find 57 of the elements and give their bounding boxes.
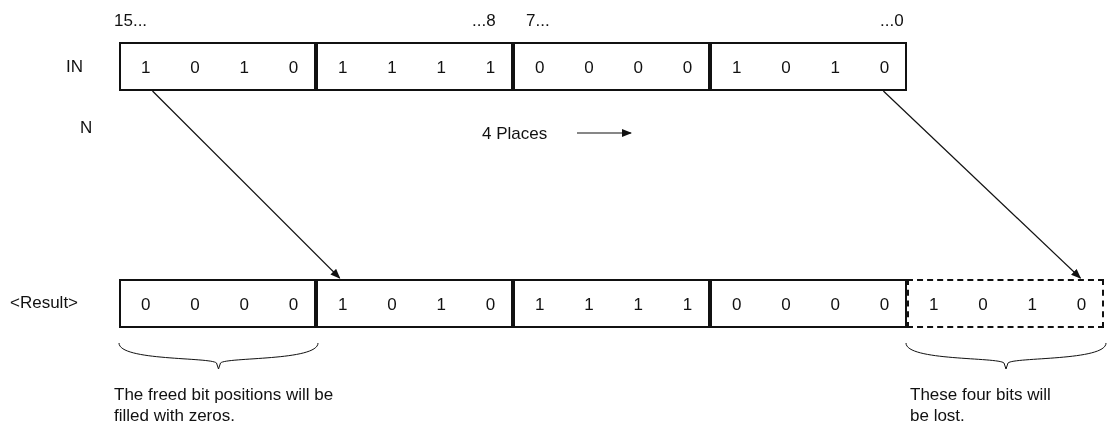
nibble-box <box>316 42 513 91</box>
arrow <box>151 90 341 279</box>
bit-digit: 1 <box>682 295 693 312</box>
bit-digit: 1 <box>928 295 939 312</box>
bit-digit: 0 <box>830 295 840 312</box>
bit-digit: 0 <box>633 58 643 75</box>
bit-digit: 1 <box>436 295 446 312</box>
row-label: <Result> <box>10 292 79 314</box>
bit-digit: 0 <box>190 295 200 312</box>
bit-digit: 0 <box>682 58 693 75</box>
bit-digit: 0 <box>584 58 594 75</box>
bit-digit: 1 <box>1027 295 1037 312</box>
bit-digit: 0 <box>485 295 496 312</box>
bit-digit: 0 <box>879 58 890 75</box>
bit-digit: 0 <box>781 295 791 312</box>
note-text: These four bits will be lost. <box>910 384 1052 427</box>
bit-digit: 0 <box>190 58 200 75</box>
bit-digit: 1 <box>485 58 496 75</box>
nibble-box <box>119 42 316 91</box>
nibble-box <box>710 279 907 328</box>
note-text: The freed bit positions will be filled with zeros. <box>114 384 335 427</box>
nibble-box <box>513 42 710 91</box>
arrow <box>882 90 1082 279</box>
bit-number: 15... <box>114 10 148 32</box>
nibble-box <box>316 279 513 328</box>
bit-digit: 0 <box>288 58 299 75</box>
bit-digit: 1 <box>337 58 348 75</box>
row-label: IN <box>66 56 83 78</box>
bit-digit: 1 <box>140 58 151 75</box>
bit-digit: 1 <box>731 58 742 75</box>
bit-digit: 1 <box>387 58 397 75</box>
bit-digit: 0 <box>731 295 742 312</box>
bit-digit: 0 <box>140 295 151 312</box>
bit-digit: 0 <box>978 295 988 312</box>
bit-digit: 0 <box>1076 295 1087 312</box>
bit-digit: 0 <box>239 295 249 312</box>
nibble-box <box>710 42 907 91</box>
nibble-box <box>119 279 316 328</box>
bit-number: ...0 <box>880 10 904 32</box>
bit-digit: 1 <box>436 58 446 75</box>
bit-digit: 1 <box>830 58 840 75</box>
bit-number: ...8 <box>472 10 496 32</box>
row-label: N <box>80 117 93 139</box>
shift-label: 4 Places <box>482 123 548 145</box>
bit-digit: 1 <box>633 295 643 312</box>
lost-nibble-box <box>907 279 1104 328</box>
bit-digit: 1 <box>584 295 594 312</box>
bit-digit: 0 <box>288 295 299 312</box>
bit-digit: 1 <box>534 295 545 312</box>
bit-digit: 1 <box>337 295 348 312</box>
bit-number: 7... <box>526 10 550 32</box>
bit-digit: 0 <box>879 295 890 312</box>
bit-digit: 1 <box>239 58 249 75</box>
bit-digit: 0 <box>534 58 545 75</box>
bit-digit: 0 <box>387 295 397 312</box>
nibble-box <box>513 279 710 328</box>
bit-digit: 0 <box>781 58 791 75</box>
